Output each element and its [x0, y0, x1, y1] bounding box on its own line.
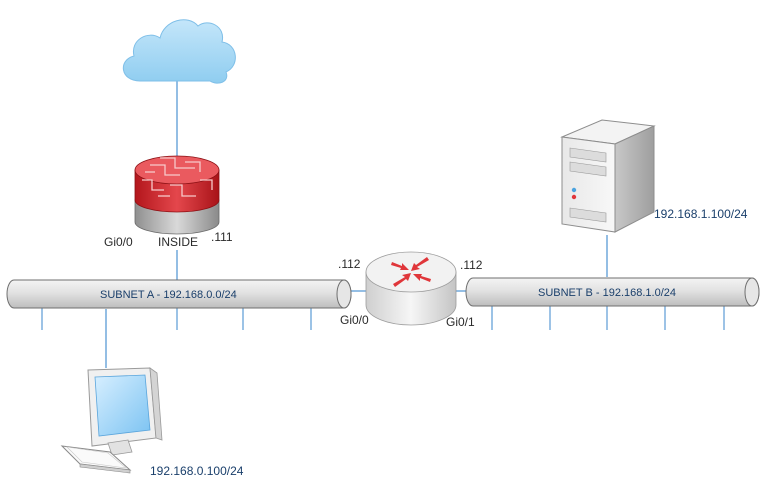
pc-icon [60, 367, 163, 474]
firewall-ip-label: .111 [211, 230, 233, 244]
subnet-a-label: SUBNET A - 192.168.0.0/24 [100, 289, 237, 301]
subnet-a-bus [6, 279, 352, 309]
router-left-ip-label: .112 [338, 257, 361, 271]
subnet-b-bus [465, 277, 760, 307]
subnet-a-drops [41, 307, 312, 330]
router-left-interface-label: Gi0/0 [340, 313, 369, 327]
firewall-interface-label: Gi0/0 [104, 235, 133, 249]
server-ip-label: 192.168.1.100/24 [654, 207, 748, 221]
server-icon [560, 119, 656, 233]
firewall-icon [134, 155, 220, 235]
router-right-interface-label: Gi0/1 [446, 315, 475, 329]
firewall-zone-label: INSIDE [158, 235, 199, 249]
cloud-icon [123, 19, 236, 84]
subnet-b-label: SUBNET B - 192.168.1.0/24 [538, 287, 676, 299]
router-right-ip-label: .112 [460, 258, 483, 272]
subnet-b-drops [491, 305, 725, 330]
router-icon [365, 251, 457, 326]
pc-ip-label: 192.168.0.100/24 [150, 464, 244, 478]
